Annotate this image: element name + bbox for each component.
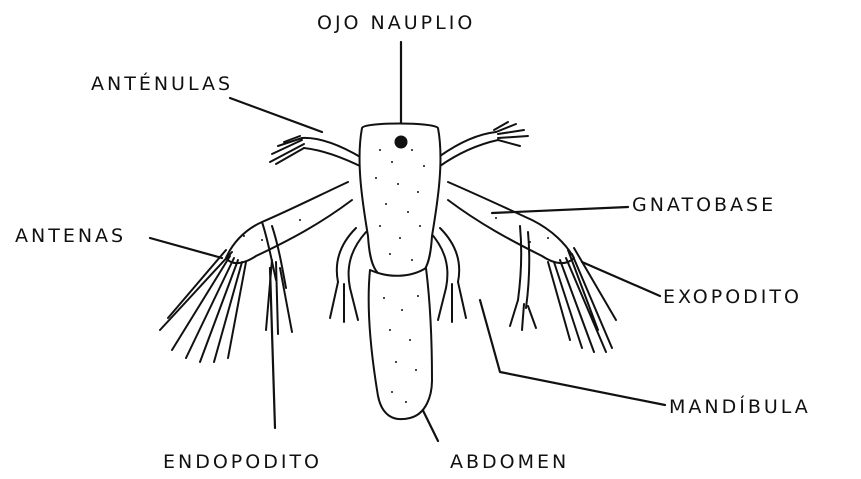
label-exopodito: EXOPODITO — [663, 288, 802, 307]
leader-endopodito — [270, 268, 275, 428]
label-ojo-nauplio: OJO NAUPLIO — [317, 14, 475, 33]
nauplius-eye — [395, 136, 408, 149]
label-gnatobase: GNATOBASE — [632, 196, 776, 215]
label-antenas: ANTENAS — [15, 227, 126, 246]
label-abdomen: ABDOMEN — [450, 453, 569, 472]
right-antennule — [440, 122, 528, 166]
label-mandibula: MANDÍBULA — [669, 398, 811, 417]
leader-antenulas — [230, 98, 322, 132]
left-antennule — [270, 136, 364, 168]
leader-antenas — [150, 238, 222, 258]
abdomen-body — [369, 268, 432, 419]
left-antenna — [160, 182, 352, 362]
label-antenulas: ANTÉNULAS — [91, 75, 233, 94]
label-endopodito: ENDOPODITO — [163, 453, 322, 472]
body — [360, 124, 441, 420]
leader-exopodito — [582, 262, 660, 296]
